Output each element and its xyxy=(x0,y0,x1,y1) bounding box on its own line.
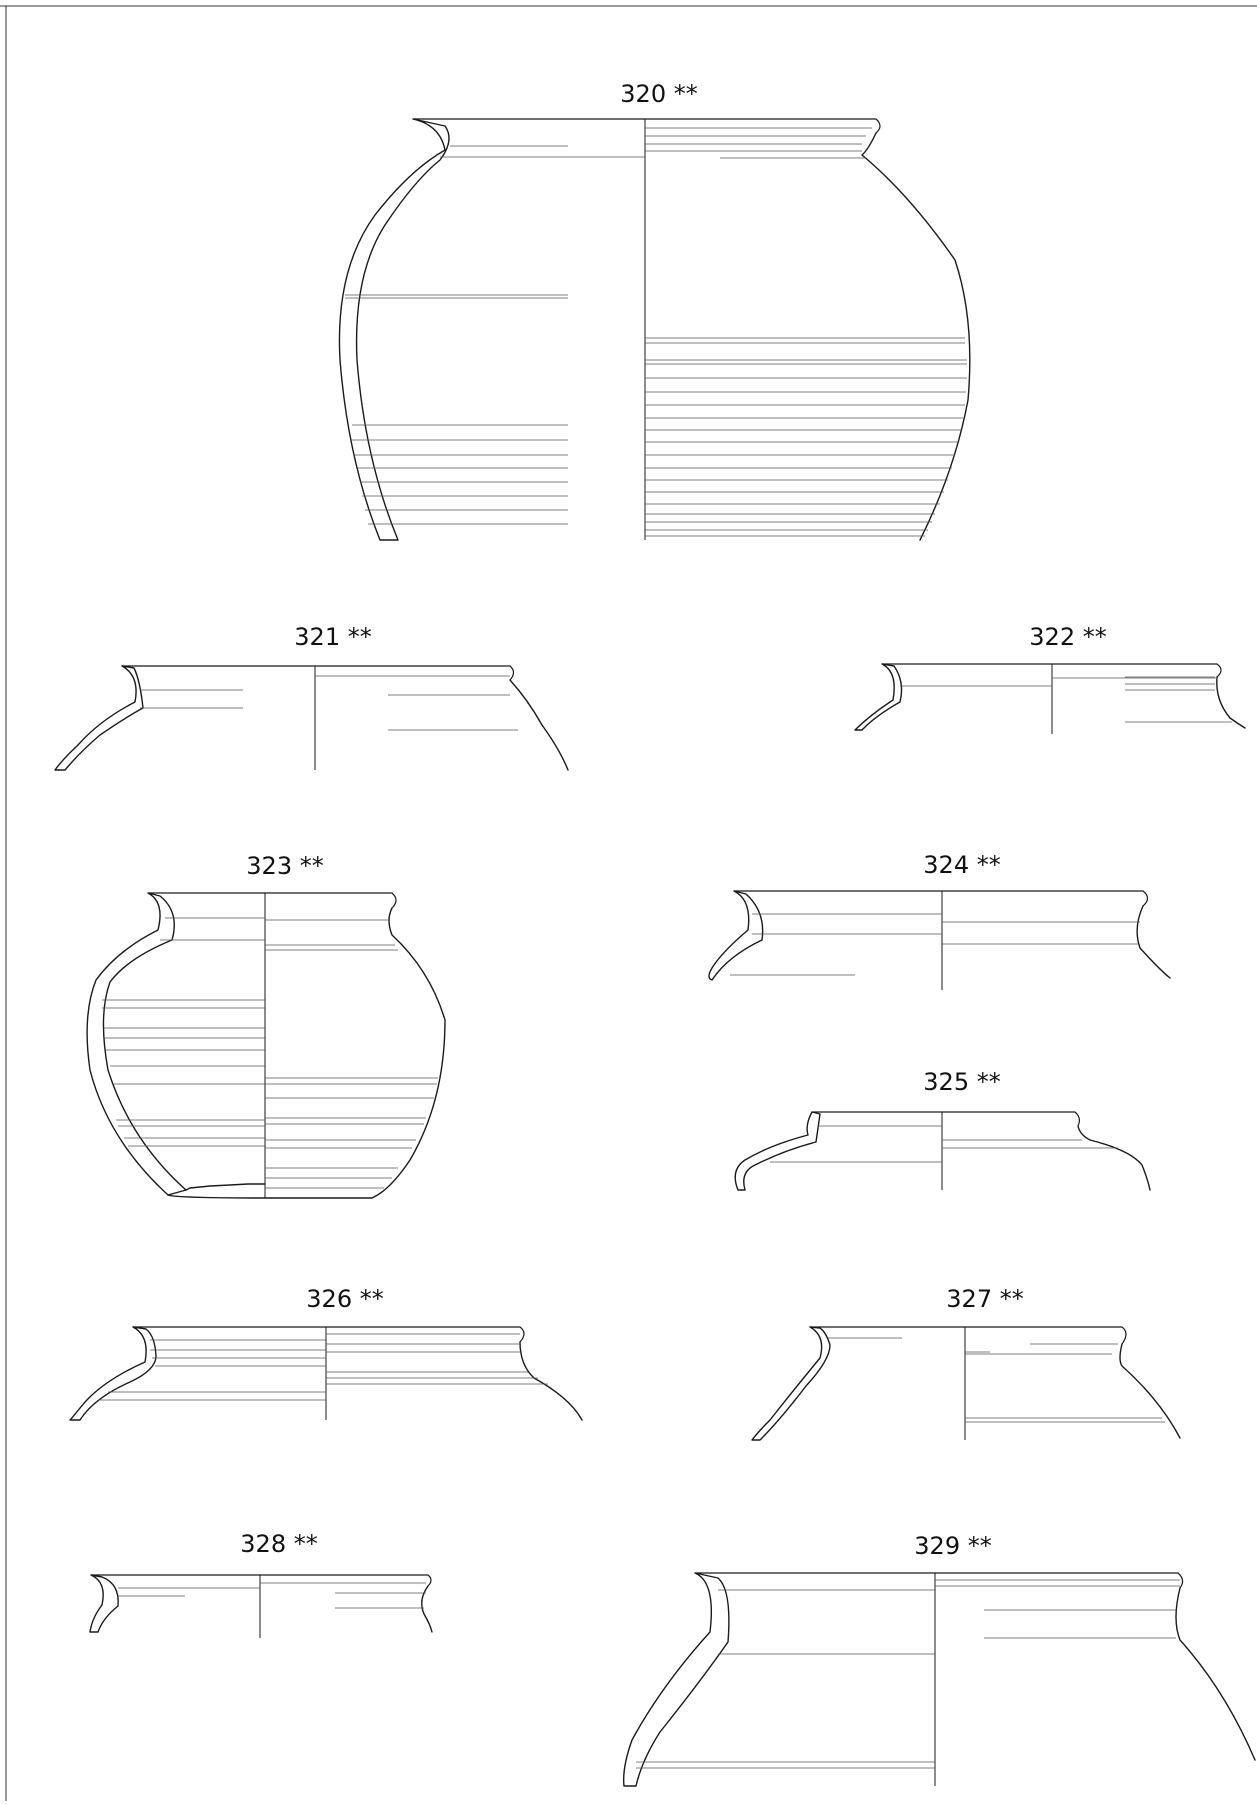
vessel-label-321: 321 ** xyxy=(294,623,371,651)
vessel-label-322: 322 ** xyxy=(1029,623,1106,651)
vessel-label-323: 323 ** xyxy=(246,852,323,880)
vessel-323: 323 ** xyxy=(86,852,446,1199)
vessel-326: 326 ** xyxy=(69,1285,583,1421)
vessel-328: 328 ** xyxy=(89,1530,433,1638)
vessel-327: 327 ** xyxy=(751,1285,1181,1441)
vessel-324: 324 ** xyxy=(708,851,1171,990)
vessel-label-320: 320 ** xyxy=(620,80,697,108)
vessel-329: 329 ** xyxy=(622,1532,1256,1787)
vessel-321: 321 ** xyxy=(54,623,569,771)
vessel-label-329: 329 ** xyxy=(914,1532,991,1560)
vessel-label-327: 327 ** xyxy=(946,1285,1023,1313)
vessel-325: 325 ** xyxy=(734,1068,1151,1191)
vessel-label-325: 325 ** xyxy=(923,1068,1000,1096)
vessel-320: 320 ** xyxy=(338,80,971,541)
vessel-label-324: 324 ** xyxy=(923,851,1000,879)
vessel-322: 322 ** xyxy=(854,623,1246,734)
vessel-label-326: 326 ** xyxy=(306,1285,383,1313)
vessel-label-328: 328 ** xyxy=(240,1530,317,1558)
